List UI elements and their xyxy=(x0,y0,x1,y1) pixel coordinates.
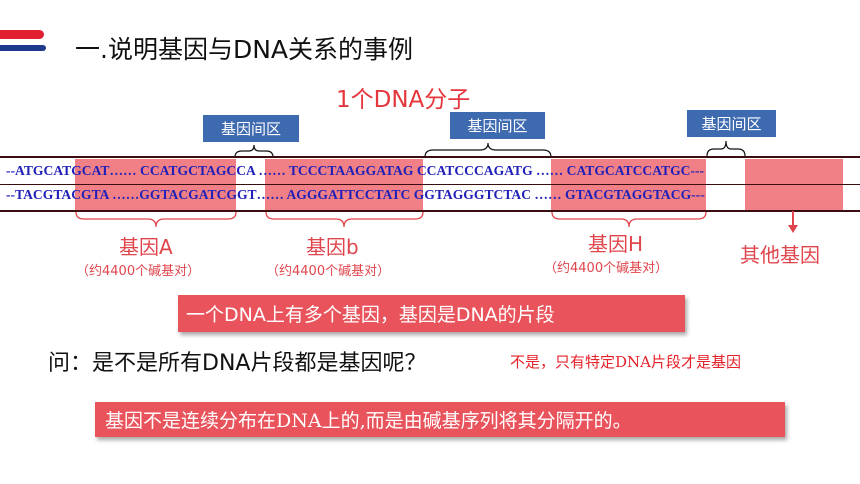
gene-b-brace xyxy=(265,211,424,228)
gene-a-pairs: （约4400个碱基对） xyxy=(76,264,201,279)
spacer-label-1: 基因间区 xyxy=(203,115,299,142)
gene-h-brace xyxy=(551,211,707,228)
down-arrow-icon xyxy=(788,211,798,233)
dna-strand-top-line xyxy=(0,156,860,158)
title-accent-blue xyxy=(0,45,46,51)
slide-title: 一.说明基因与DNA关系的事例 xyxy=(75,35,414,64)
title-accent-red xyxy=(0,30,44,39)
spacer-brace-2 xyxy=(424,142,552,158)
spacer-label-3: 基因间区 xyxy=(687,110,776,137)
dna-molecule-label: 1个DNA分子 xyxy=(336,87,471,113)
question-text: 问：是不是所有DNA片段都是基因呢？ xyxy=(48,351,427,376)
answer-text: 不是，只有特定DNA片段才是基因 xyxy=(510,353,741,371)
gene-a-brace xyxy=(75,211,237,228)
dna-sequence-bottom: --TACGTACGTA ……GGTACGATCGGT…… AGGGATTCCT… xyxy=(6,187,705,202)
summary-banner-2: 基因不是连续分布在DNA上的,而是由碱基序列将其分隔开的。 xyxy=(95,402,785,437)
gene-h-name: 基因H xyxy=(588,232,644,256)
gene-a-name: 基因A xyxy=(119,235,173,259)
spacer-label-2: 基因间区 xyxy=(450,112,545,139)
summary-banner-1: 一个DNA上有多个基因，基因是DNA的片段 xyxy=(178,295,685,332)
spacer-brace-1 xyxy=(234,144,274,158)
gene-b-pairs: （约4400个碱基对） xyxy=(266,264,391,279)
dna-strand-middle-line xyxy=(0,184,860,185)
dna-strand-bottom-line xyxy=(0,210,860,212)
spacer-brace-3 xyxy=(706,140,746,157)
other-genes-label: 其他基因 xyxy=(740,243,820,267)
gene-h-pairs: （约4400个碱基对） xyxy=(544,261,669,276)
gene-b-name: 基因b xyxy=(306,235,359,259)
dna-sequence-top: --ATGCATGCAT…… CCATGCTAGCCA …… TCCCTAAGG… xyxy=(6,163,705,178)
